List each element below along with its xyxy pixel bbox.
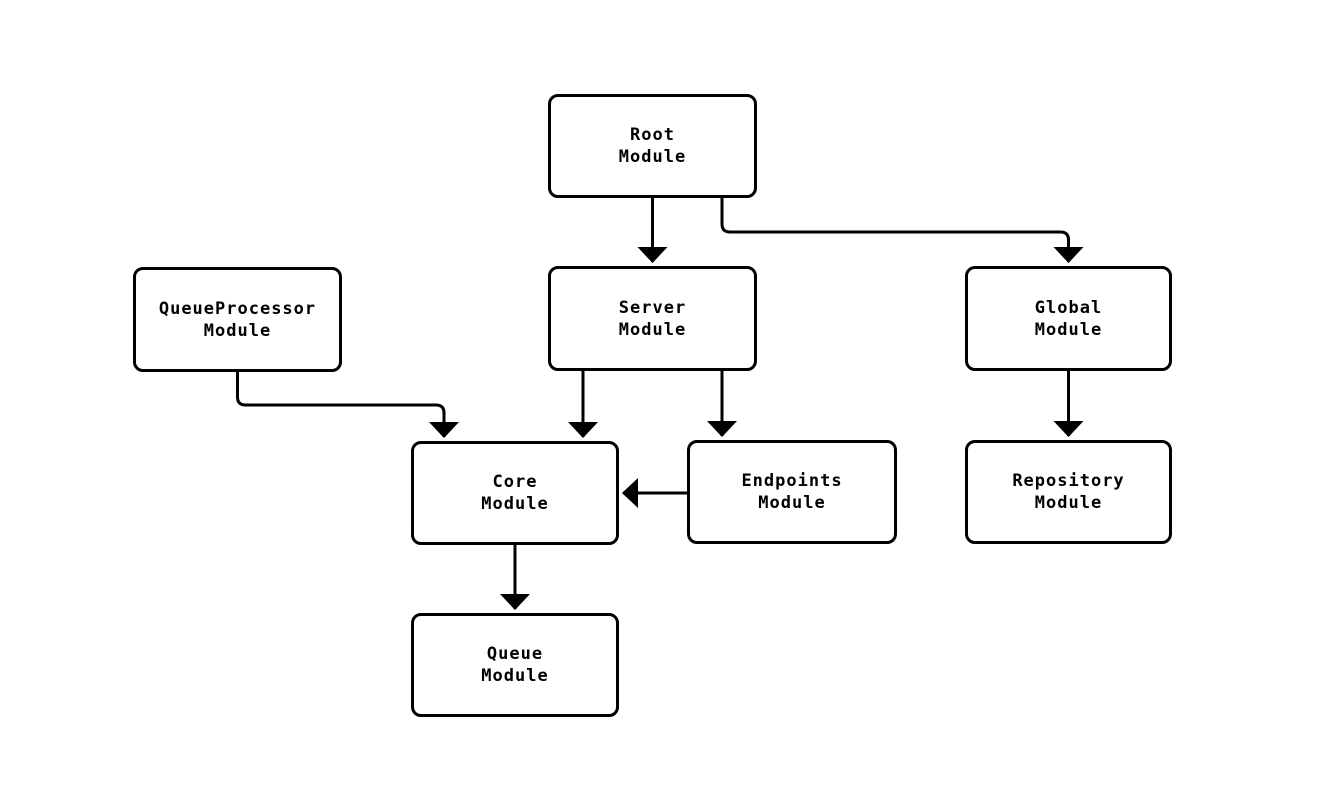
node-server-module: Server Module bbox=[548, 266, 757, 371]
node-repository-module: Repository Module bbox=[965, 440, 1172, 544]
node-core-module-label: Core Module bbox=[481, 472, 549, 514]
node-queueprocessor-module: QueueProcessor Module bbox=[133, 267, 342, 372]
node-server-module-label: Server Module bbox=[618, 297, 687, 340]
node-endpoints-module: Endpoints Module bbox=[687, 440, 897, 544]
node-global-module-label: Global Module bbox=[1034, 297, 1103, 340]
node-core-module: Core Module bbox=[411, 441, 619, 545]
node-repository-module-label: Repository Module bbox=[1012, 471, 1125, 513]
node-root-module: Root Module bbox=[548, 94, 757, 198]
node-endpoints-module-label: Endpoints Module bbox=[741, 471, 843, 513]
node-queueprocessor-module-label: QueueProcessor Module bbox=[158, 298, 317, 341]
node-root-module-label: Root Module bbox=[618, 125, 687, 167]
node-global-module: Global Module bbox=[965, 266, 1172, 371]
node-queue-module: Queue Module bbox=[411, 613, 619, 717]
edge-queueprocessor-to-core bbox=[236, 372, 459, 438]
edge-root-to-global bbox=[720, 198, 1084, 263]
node-queue-module-label: Queue Module bbox=[481, 644, 549, 686]
